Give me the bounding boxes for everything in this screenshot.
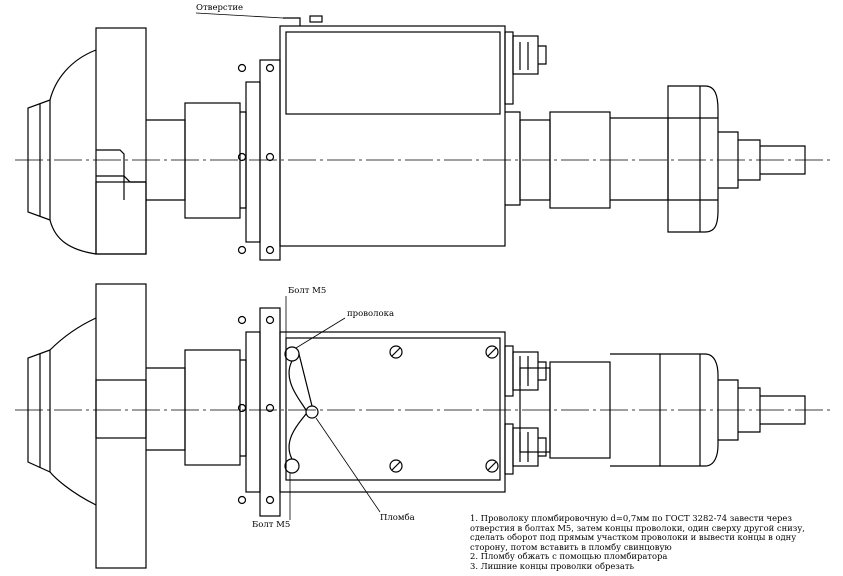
note-line-6: 3. Лишние концы проволки обрезать bbox=[470, 560, 635, 571]
top-view bbox=[15, 15, 830, 261]
notes-block: 1. Проволоку пломбировочную d=0,7мм по Г… bbox=[470, 513, 840, 572]
bolt-m5-bottom bbox=[284, 458, 300, 474]
label-plomba: Пломба bbox=[380, 512, 415, 523]
screw-1 bbox=[389, 345, 403, 359]
bottom-right-hub bbox=[519, 353, 806, 467]
note-line-3: сделать оборот под прямым участком прово… bbox=[470, 532, 797, 543]
leader-lines bbox=[195, 12, 381, 520]
screw-3 bbox=[389, 459, 403, 473]
wire bbox=[288, 353, 313, 460]
label-bolt-bottom: Болт М5 bbox=[252, 520, 290, 530]
note-line-5: 2. Пломбу обжать с помощью пломбиратора bbox=[470, 551, 668, 562]
note-line-1: 1. Проволоку пломбировочную d=0,7мм по Г… bbox=[470, 513, 792, 523]
top-left-coupling bbox=[27, 27, 186, 255]
bottom-left-coupling bbox=[27, 283, 186, 569]
top-housing bbox=[279, 15, 547, 247]
bottom-housing bbox=[279, 331, 547, 493]
label-bolt-top: Болт М5 bbox=[288, 286, 326, 296]
bottom-view bbox=[15, 283, 830, 569]
note-line-4: сторону, потом вставить в пломбу свинцов… bbox=[470, 541, 672, 552]
screw-4 bbox=[485, 459, 499, 473]
top-right-hub bbox=[519, 85, 806, 233]
screw-2 bbox=[485, 345, 499, 359]
bolt-m5-top bbox=[284, 346, 300, 362]
seal-plomba bbox=[305, 405, 319, 419]
note-line-2: отверстия в болтах М5, затем концы прово… bbox=[470, 522, 805, 533]
bottom-shaft bbox=[184, 307, 281, 517]
label-provoloka: проволока bbox=[347, 309, 394, 319]
label-otverstie: Отверстие bbox=[196, 3, 243, 13]
